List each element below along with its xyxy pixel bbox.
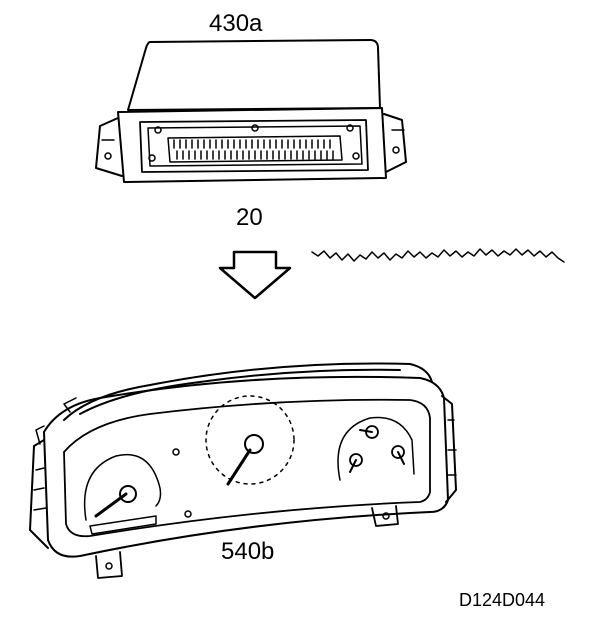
instrument-cluster-label: 540b [221,538,275,565]
figure-code-label: D124D044 [459,590,546,610]
signal-trace [311,248,565,263]
ecu-module [95,39,407,183]
instrument-cluster [29,362,457,579]
ecu-label: 430a [209,10,263,37]
connector-label: 20 [236,204,263,231]
down-arrow-icon [218,250,292,300]
